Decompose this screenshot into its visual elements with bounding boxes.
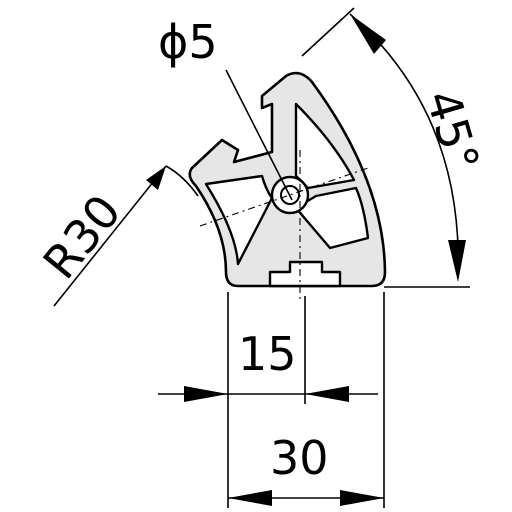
angle-label: 45° — [415, 84, 489, 177]
angle-arrow-top — [350, 14, 386, 54]
dim-30-arrow-right — [340, 490, 384, 506]
radius-arc-extension — [165, 165, 199, 197]
dim-15-arrow-right — [305, 386, 349, 402]
dim-15-arrow-left — [184, 386, 228, 402]
width-dimensions: 15 30 — [158, 292, 385, 508]
radius-arrow — [146, 166, 166, 190]
profile-bottom-slot — [268, 260, 342, 288]
radius-label: R30 — [33, 185, 132, 289]
profile-section — [188, 71, 387, 288]
profile-void-top — [294, 102, 356, 190]
width-15-label: 15 — [238, 327, 297, 381]
hole-diameter-label: ϕ5 — [158, 15, 218, 69]
angle-extension-line — [301, 7, 355, 57]
profile-void-left — [204, 174, 274, 266]
diameter-callout: ϕ5 — [158, 15, 293, 201]
profile-void-right — [294, 186, 370, 250]
width-30-label: 30 — [270, 431, 329, 485]
radius-leader — [53, 165, 167, 307]
centerline-horizontal — [199, 167, 369, 227]
angle-arrow-bottom — [448, 240, 466, 282]
center-lines — [199, 150, 369, 300]
dim-30-arrow-left — [228, 490, 272, 506]
diameter-leader — [225, 69, 293, 201]
radius-callout: R30 — [33, 165, 199, 307]
